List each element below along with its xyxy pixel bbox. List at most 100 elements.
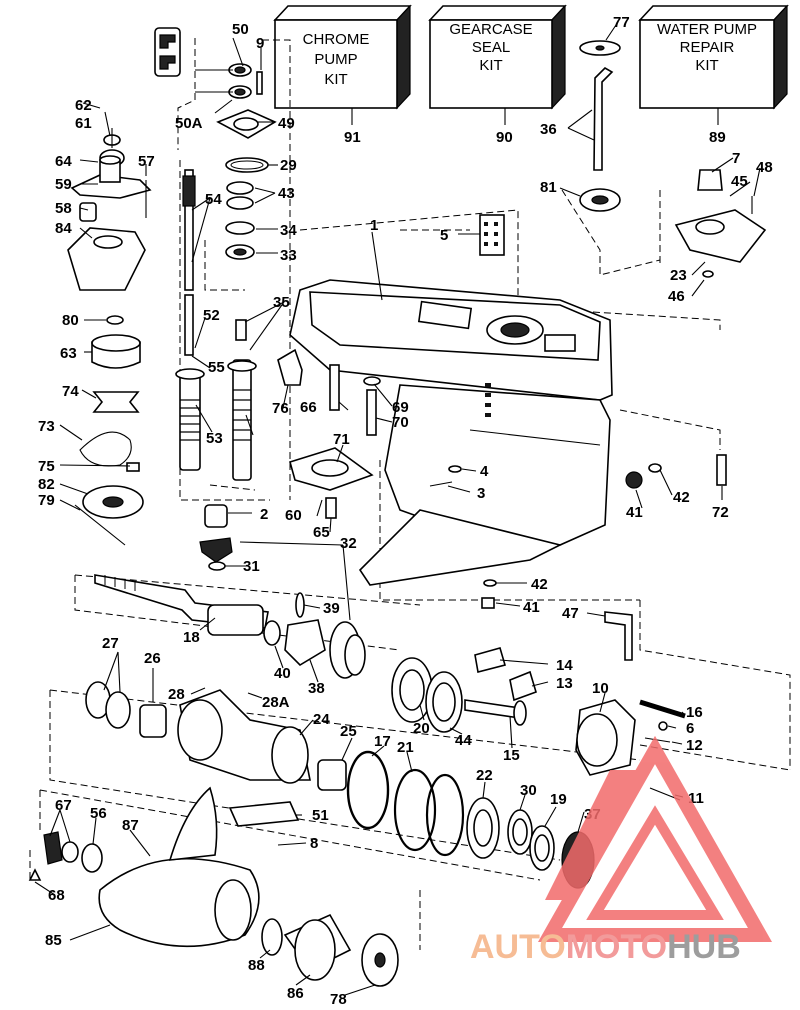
kit-box-water-pump: WATER PUMP REPAIR KIT 89 [638, 4, 789, 146]
kit-chrome-line3: KIT [324, 71, 347, 88]
label-82: 82 [38, 476, 55, 493]
label-81: 81 [540, 179, 557, 196]
label-48: 48 [756, 159, 773, 176]
label-41b: 41 [523, 599, 540, 616]
label-55: 55 [208, 359, 225, 376]
automotohub-logo-icon [537, 735, 773, 942]
label-74: 74 [62, 383, 79, 400]
label-1: 1 [370, 217, 378, 234]
label-86: 86 [287, 985, 304, 1002]
label-51: 51 [312, 807, 329, 824]
label-3: 3 [477, 485, 485, 502]
label-38: 38 [308, 680, 325, 697]
label-45: 45 [731, 173, 748, 190]
kit-gearcase-line2: SEAL [472, 39, 510, 56]
label-22: 22 [476, 767, 493, 784]
label-24: 24 [313, 711, 330, 728]
label-26: 26 [144, 650, 161, 667]
kit-chrome-number: 91 [344, 129, 361, 146]
gearcase-housing [289, 279, 613, 586]
label-72: 72 [712, 504, 729, 521]
label-10: 10 [592, 680, 609, 697]
automotohub-watermark: AUTOMOTOHUB [470, 735, 773, 966]
label-19: 19 [550, 791, 567, 808]
label-39: 39 [323, 600, 340, 617]
label-59: 59 [55, 176, 72, 193]
label-27: 27 [102, 635, 119, 652]
label-4: 4 [480, 463, 489, 480]
label-73: 73 [38, 418, 55, 435]
label-32: 32 [340, 535, 357, 552]
kit-chrome-line2: PUMP [314, 51, 357, 68]
label-5: 5 [440, 227, 448, 244]
label-85: 85 [45, 932, 62, 949]
label-77: 77 [613, 14, 630, 31]
label-84: 84 [55, 220, 72, 237]
label-13: 13 [556, 675, 573, 692]
label-80: 80 [62, 312, 79, 329]
kit-waterpump-line1: WATER PUMP [657, 21, 757, 38]
kit-chrome-line1: CHROME [303, 31, 370, 48]
label-58: 58 [55, 200, 72, 217]
label-20: 20 [413, 720, 430, 737]
label-67: 67 [55, 797, 72, 814]
label-25: 25 [340, 723, 357, 740]
label-53: 53 [206, 430, 223, 447]
label-6: 6 [686, 720, 694, 737]
label-40: 40 [274, 665, 291, 682]
label-54: 54 [205, 191, 222, 208]
label-30: 30 [520, 782, 537, 799]
label-23: 23 [670, 267, 687, 284]
middle-parts [277, 348, 727, 801]
label-15: 15 [503, 747, 520, 764]
label-78: 78 [330, 991, 347, 1008]
kit-gearcase-number: 90 [496, 129, 513, 146]
label-64: 64 [55, 153, 72, 170]
label-69: 69 [392, 399, 409, 416]
label-21: 21 [397, 739, 414, 756]
label-50a: 50A [175, 115, 203, 132]
watermark-moto: MOTO [566, 928, 667, 966]
label-18: 18 [183, 629, 200, 646]
label-17: 17 [374, 733, 391, 750]
label-57: 57 [138, 153, 155, 170]
label-62: 62 [75, 97, 92, 114]
label-16: 16 [686, 704, 703, 721]
label-66: 66 [300, 399, 317, 416]
label-65: 65 [313, 524, 330, 541]
watermark-text: AUTOMOTOHUB [470, 928, 741, 966]
label-56: 56 [90, 805, 107, 822]
label-2: 2 [260, 506, 268, 523]
part-number-labels: 1 2 3 4 5 6 7 8 9 10 11 12 13 14 15 16 1… [38, 14, 773, 1008]
label-8: 8 [310, 835, 318, 852]
label-35: 35 [273, 294, 290, 311]
label-12: 12 [686, 737, 703, 754]
label-52: 52 [203, 307, 220, 324]
label-70: 70 [392, 414, 409, 431]
label-34: 34 [280, 222, 297, 239]
kit-box-gearcase-seal: GEARCASE SEAL KIT 90 [428, 4, 567, 146]
label-41a: 41 [626, 504, 643, 521]
label-76: 76 [272, 400, 289, 417]
label-75: 75 [38, 458, 55, 475]
kit-box-chrome-pump: CHROME PUMP KIT 91 [273, 4, 412, 146]
label-42a: 42 [673, 489, 690, 506]
label-87: 87 [122, 817, 139, 834]
kit-gearcase-line1: GEARCASE [449, 21, 532, 38]
label-7: 7 [732, 150, 740, 167]
label-36: 36 [540, 121, 557, 138]
label-29: 29 [280, 157, 297, 174]
label-14: 14 [556, 657, 573, 674]
label-44: 44 [455, 732, 472, 749]
label-28a: 28A [262, 694, 290, 711]
watermark-hub: HUB [667, 928, 741, 966]
watermark-auto: AUTO [470, 928, 566, 966]
label-79: 79 [38, 492, 55, 509]
label-33: 33 [280, 247, 297, 264]
label-43: 43 [278, 185, 295, 202]
propeller-parts [28, 681, 399, 987]
label-50: 50 [232, 21, 249, 38]
leader-lines [34, 21, 761, 996]
label-63: 63 [60, 345, 77, 362]
